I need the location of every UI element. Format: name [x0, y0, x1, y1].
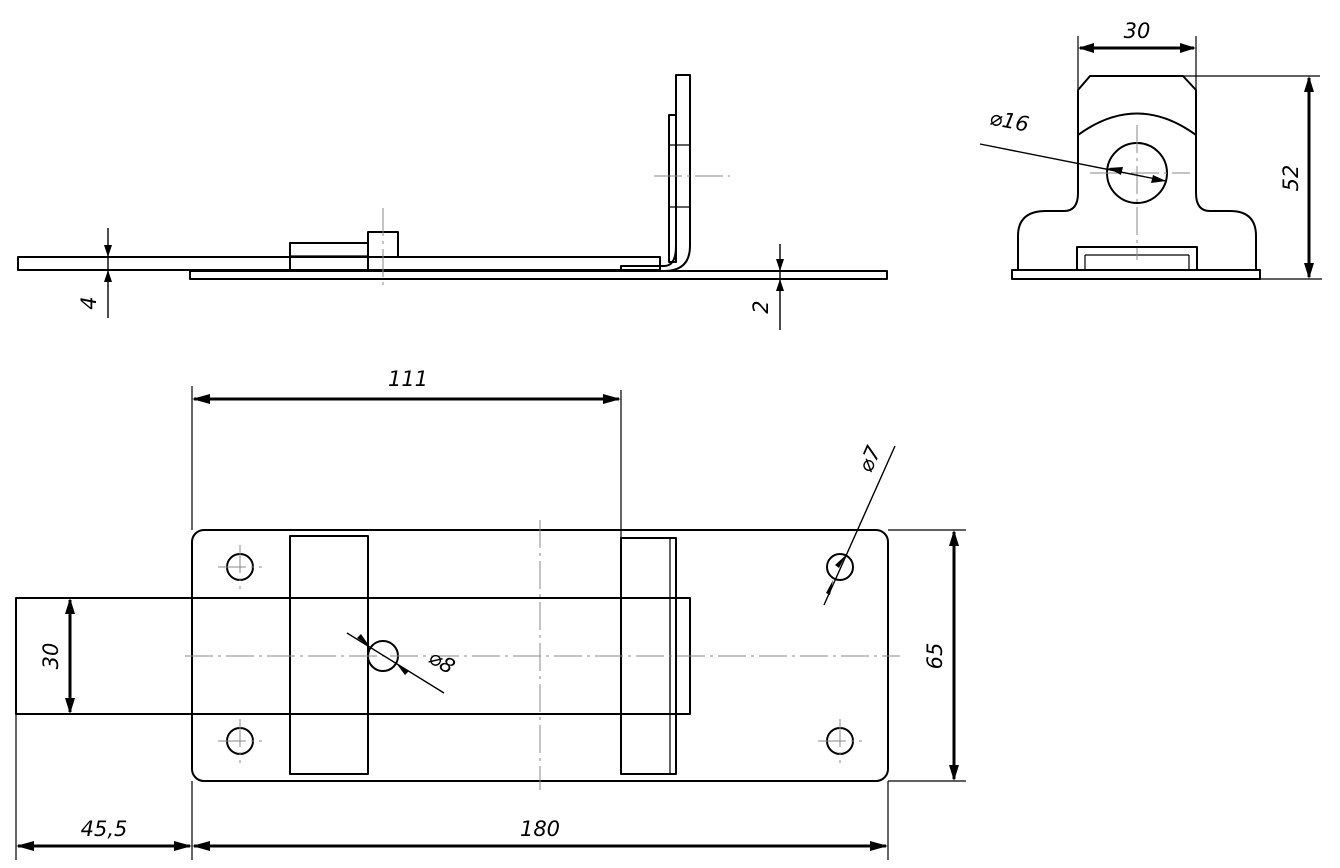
side-staple [620, 74, 691, 272]
dim-45-5-text: 45,5 [81, 817, 128, 841]
end-bolt-slot [1076, 246, 1198, 271]
dim-111-text: 111 [388, 367, 428, 391]
end-staple [1017, 75, 1257, 270]
plan-bolt-bar [15, 597, 691, 715]
dim-2-text: 2 [749, 300, 773, 313]
side-bolt-bar [17, 256, 661, 271]
end-view: 30 52 ⌀16 [979, 19, 1322, 280]
dim-30-end-text: 30 [1124, 19, 1151, 43]
side-base-plate [189, 270, 888, 280]
end-base-plate [1011, 269, 1261, 280]
plan-view: 111 ⌀7 ⌀8 30 65 45,5 180 [15, 367, 966, 860]
dim-180-text: 180 [520, 817, 560, 841]
dim-dia16-text: ⌀16 [988, 106, 1031, 137]
dim-4-text: 4 [77, 296, 101, 309]
dim-dia8-text: ⌀8 [424, 645, 459, 679]
dim-52-text: 52 [1279, 165, 1303, 192]
dim-30-plan-text: 30 [39, 643, 63, 670]
plan-hole-top-right [826, 553, 854, 581]
dim-65-text: 65 [923, 643, 947, 670]
plan-bolt-guide [289, 535, 369, 775]
side-view: 4 2 [17, 74, 888, 330]
dim-dia7-text: ⌀7 [853, 442, 886, 476]
